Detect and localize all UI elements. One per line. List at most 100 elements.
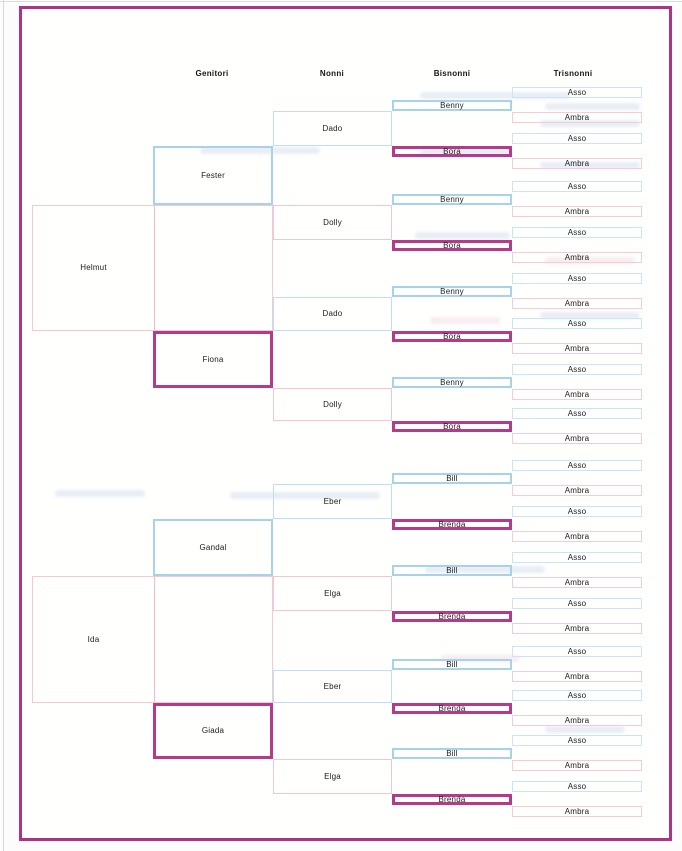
person-name: Ambra (564, 577, 590, 587)
scan-bleed-artifact (420, 148, 510, 155)
person-name: Ambra (564, 158, 590, 168)
person-box-eber: Eber (273, 484, 392, 519)
scan-bleed-artifact (420, 92, 570, 99)
person-box-helmut: Helmut (32, 205, 273, 331)
person-name: Brenda (438, 703, 466, 713)
person-name: Asso (567, 781, 587, 791)
scan-bleed-artifact (545, 726, 625, 733)
person-name: Bora (443, 240, 461, 250)
person-name: Ambra (564, 806, 590, 816)
person-box-ambra: Ambra (512, 623, 642, 634)
person-name: Bill (446, 748, 458, 758)
person-name: Asso (567, 133, 587, 143)
person-box-asso: Asso (512, 273, 642, 284)
person-name: Dolly (323, 399, 342, 409)
person-name: Brenda (438, 794, 466, 804)
person-box-dado: Dado (273, 297, 392, 331)
person-box-elga: Elga (273, 576, 392, 611)
column-header-genitori: Genitori (195, 69, 229, 78)
person-box-benny: Benny (392, 377, 512, 388)
person-box-bora: Bora (392, 146, 512, 157)
person-name: Asso (567, 408, 587, 418)
person-name: Elga (324, 771, 341, 781)
person-name: Bora (443, 421, 461, 431)
person-name: Ambra (564, 760, 590, 770)
person-box-bill: Bill (392, 748, 512, 759)
person-name: Asso (567, 506, 587, 516)
person-box-ambra: Ambra (512, 158, 642, 169)
person-name: Asso (567, 598, 587, 608)
person-box-dolly: Dolly (273, 205, 392, 240)
scan-bleed-artifact (545, 103, 640, 110)
person-box-asso: Asso (512, 181, 642, 192)
person-box-asso: Asso (512, 552, 642, 563)
person-box-brenda: Brenda (392, 611, 512, 622)
person-name: Ambra (564, 715, 590, 725)
person-name: Benny (440, 286, 464, 296)
person-box-ambra: Ambra (512, 112, 642, 123)
person-box-bill: Bill (392, 565, 512, 576)
scan-bleed-artifact (55, 490, 145, 497)
person-name: Dado (322, 309, 343, 318)
scan-bleed-artifact (540, 312, 640, 319)
person-box-fester: Fester (153, 146, 273, 205)
person-box-bill: Bill (392, 473, 512, 484)
person-box-asso: Asso (512, 364, 642, 375)
person-box-benny: Benny (392, 194, 512, 205)
person-name: Fiona (202, 354, 224, 364)
person-name: Ida (87, 634, 100, 644)
person-box-giada: Giada (153, 703, 273, 759)
person-name: Ambra (564, 485, 590, 495)
person-box-asso: Asso (512, 408, 642, 419)
person-name: Ambra (564, 112, 590, 122)
scan-edge-left (3, 0, 4, 851)
column-header-bisnonni: Bisnonni (433, 69, 471, 78)
person-name: Eber (323, 496, 342, 506)
person-box-ambra: Ambra (512, 206, 642, 217)
person-name: Benny (440, 194, 464, 204)
box-divider (154, 206, 155, 330)
person-box-asso: Asso (512, 133, 642, 144)
person-name: Ambra (564, 389, 590, 399)
person-name: Bora (443, 146, 461, 156)
person-box-benny: Benny (392, 286, 512, 297)
scan-bleed-artifact (425, 566, 545, 573)
person-box-ambra: Ambra (512, 433, 642, 444)
person-name: Bill (446, 659, 458, 669)
person-name: Asso (567, 273, 587, 283)
person-box-brenda: Brenda (392, 703, 512, 714)
scan-bleed-artifact (430, 317, 500, 324)
person-name: Ambra (564, 671, 590, 681)
person-box-asso: Asso (512, 318, 642, 329)
column-header-trisnonni: Trisnonni (553, 69, 593, 78)
person-box-ambra: Ambra (512, 343, 642, 354)
person-box-ambra: Ambra (512, 715, 642, 726)
person-name: Asso (567, 460, 587, 470)
person-name: Asso (567, 227, 587, 237)
scan-bleed-artifact (200, 147, 320, 154)
scan-bleed-artifact (545, 257, 635, 264)
person-box-ambra: Ambra (512, 806, 642, 817)
person-box-ambra: Ambra (512, 485, 642, 496)
person-name: Asso (567, 690, 587, 700)
person-box-ambra: Ambra (512, 298, 642, 309)
person-name: Asso (567, 87, 587, 97)
person-name: Ambra (564, 433, 590, 443)
person-name: Bill (446, 473, 458, 483)
person-name: Asso (567, 181, 587, 191)
person-name: Asso (567, 735, 587, 745)
person-name: Bora (443, 331, 461, 341)
person-name: Eber (323, 681, 342, 691)
person-box-asso: Asso (512, 598, 642, 609)
person-name: Gandal (199, 542, 227, 552)
scan-bleed-artifact (440, 655, 520, 662)
person-box-dado: Dado (273, 111, 392, 146)
person-name: Brenda (438, 519, 466, 529)
person-box-benny: Benny (392, 100, 512, 111)
person-name: Asso (567, 552, 587, 562)
person-box-bora: Bora (392, 331, 512, 342)
person-box-brenda: Brenda (392, 794, 512, 805)
person-box-ambra: Ambra (512, 252, 642, 263)
person-box-ambra: Ambra (512, 531, 642, 542)
person-name: Ambra (564, 343, 590, 353)
